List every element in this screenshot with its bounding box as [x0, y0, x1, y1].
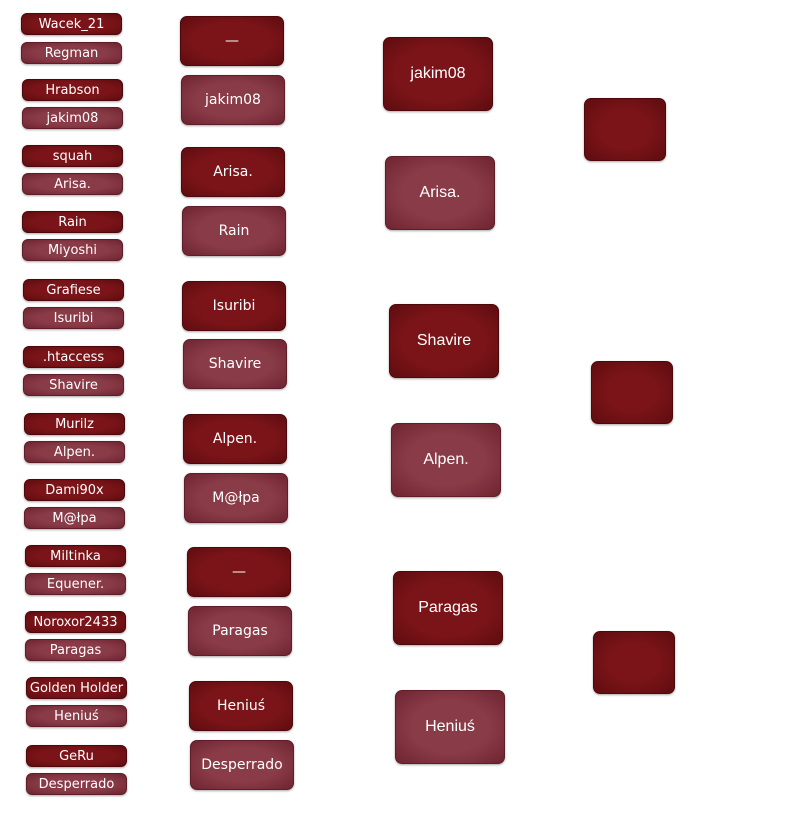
player-slot[interactable]: Rain: [22, 211, 123, 233]
player-slot[interactable]: Paragas: [188, 606, 292, 656]
player-slot[interactable]: Equener.: [25, 573, 126, 595]
player-slot[interactable]: Wacek_21: [21, 13, 122, 35]
player-slot[interactable]: Isuribi: [182, 281, 286, 331]
player-slot[interactable]: Arisa.: [385, 156, 495, 230]
player-slot[interactable]: Regman: [21, 42, 122, 64]
empty-slot[interactable]: [593, 631, 675, 694]
player-slot[interactable]: Heniuś: [395, 690, 505, 764]
player-slot[interactable]: .htaccess: [23, 346, 124, 368]
player-slot[interactable]: jakim08: [22, 107, 123, 129]
player-slot[interactable]: Desperrado: [26, 773, 127, 795]
player-slot[interactable]: Arisa.: [22, 173, 123, 195]
player-slot[interactable]: —: [187, 547, 291, 597]
player-slot[interactable]: Rain: [182, 206, 286, 256]
player-slot[interactable]: Alpen.: [391, 423, 501, 497]
player-slot[interactable]: —: [180, 16, 284, 66]
player-slot[interactable]: Golden Holder: [26, 677, 127, 699]
player-slot[interactable]: Isuribi: [23, 307, 124, 329]
player-slot[interactable]: Paragas: [393, 571, 503, 645]
player-slot[interactable]: Arisa.: [181, 147, 285, 197]
player-slot[interactable]: Paragas: [25, 639, 126, 661]
player-slot[interactable]: Alpen.: [24, 441, 125, 463]
player-slot[interactable]: Hrabson: [22, 79, 123, 101]
player-slot[interactable]: Heniuś: [26, 705, 127, 727]
player-slot[interactable]: M@łpa: [24, 507, 125, 529]
player-slot[interactable]: squah: [22, 145, 123, 167]
empty-slot[interactable]: [584, 98, 666, 161]
player-slot[interactable]: jakim08: [383, 37, 493, 111]
player-slot[interactable]: M@łpa: [184, 473, 288, 523]
player-slot[interactable]: Shavire: [389, 304, 499, 378]
player-slot[interactable]: Grafiese: [23, 279, 124, 301]
player-slot[interactable]: Dami90x: [24, 479, 125, 501]
player-slot[interactable]: Murilz: [24, 413, 125, 435]
player-slot[interactable]: Miltinka: [25, 545, 126, 567]
player-slot[interactable]: Heniuś: [189, 681, 293, 731]
player-slot[interactable]: GeRu: [26, 745, 127, 767]
player-slot[interactable]: Alpen.: [183, 414, 287, 464]
player-slot[interactable]: Shavire: [183, 339, 287, 389]
player-slot[interactable]: Noroxor2433: [25, 611, 126, 633]
empty-slot[interactable]: [591, 361, 673, 424]
player-slot[interactable]: Desperrado: [190, 740, 294, 790]
player-slot[interactable]: Shavire: [23, 374, 124, 396]
player-slot[interactable]: Miyoshi: [22, 239, 123, 261]
player-slot[interactable]: jakim08: [181, 75, 285, 125]
